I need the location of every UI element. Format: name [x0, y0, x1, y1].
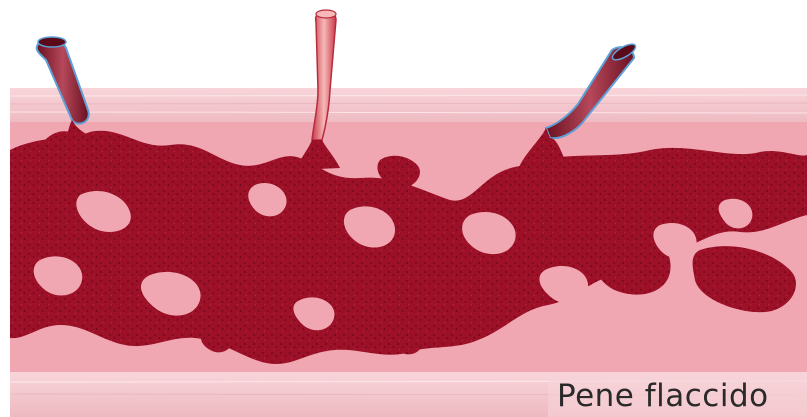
tunica-top-band [10, 88, 807, 124]
diagram-caption: Pene flaccido [557, 378, 769, 414]
